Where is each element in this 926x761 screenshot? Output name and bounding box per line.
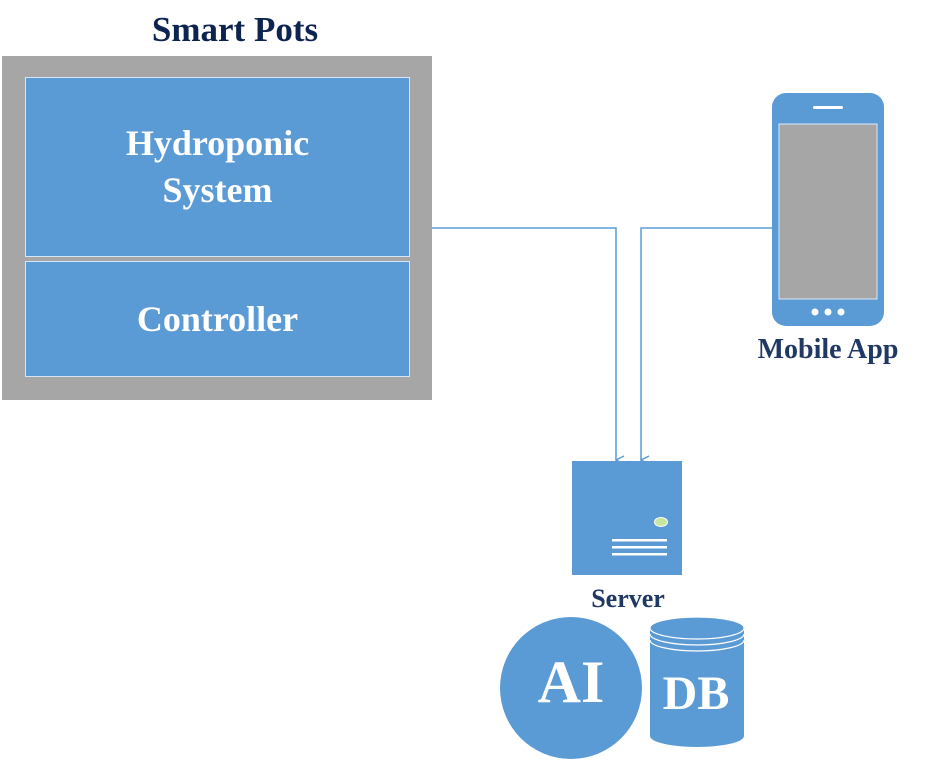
smart-pots-title: Smart Pots	[151, 10, 319, 49]
controller-label: Controller	[136, 299, 299, 339]
connector-mobile-to-server	[641, 227, 772, 460]
smartphone-icon	[772, 93, 884, 326]
controller-block: Controller	[25, 261, 410, 377]
database-icon	[649, 616, 745, 747]
connector-pots-to-server	[432, 227, 616, 460]
ai-circle-icon	[500, 617, 642, 759]
hydroponic-system-label: Hydroponic System	[125, 123, 310, 210]
ai-label: AI	[537, 649, 605, 715]
server-icon	[572, 461, 682, 575]
db-label: DB	[662, 667, 730, 720]
hydroponic-system-block: Hydroponic System	[25, 77, 410, 257]
mobile-app-label: Mobile App	[757, 334, 899, 365]
server-label: Server	[591, 584, 665, 613]
